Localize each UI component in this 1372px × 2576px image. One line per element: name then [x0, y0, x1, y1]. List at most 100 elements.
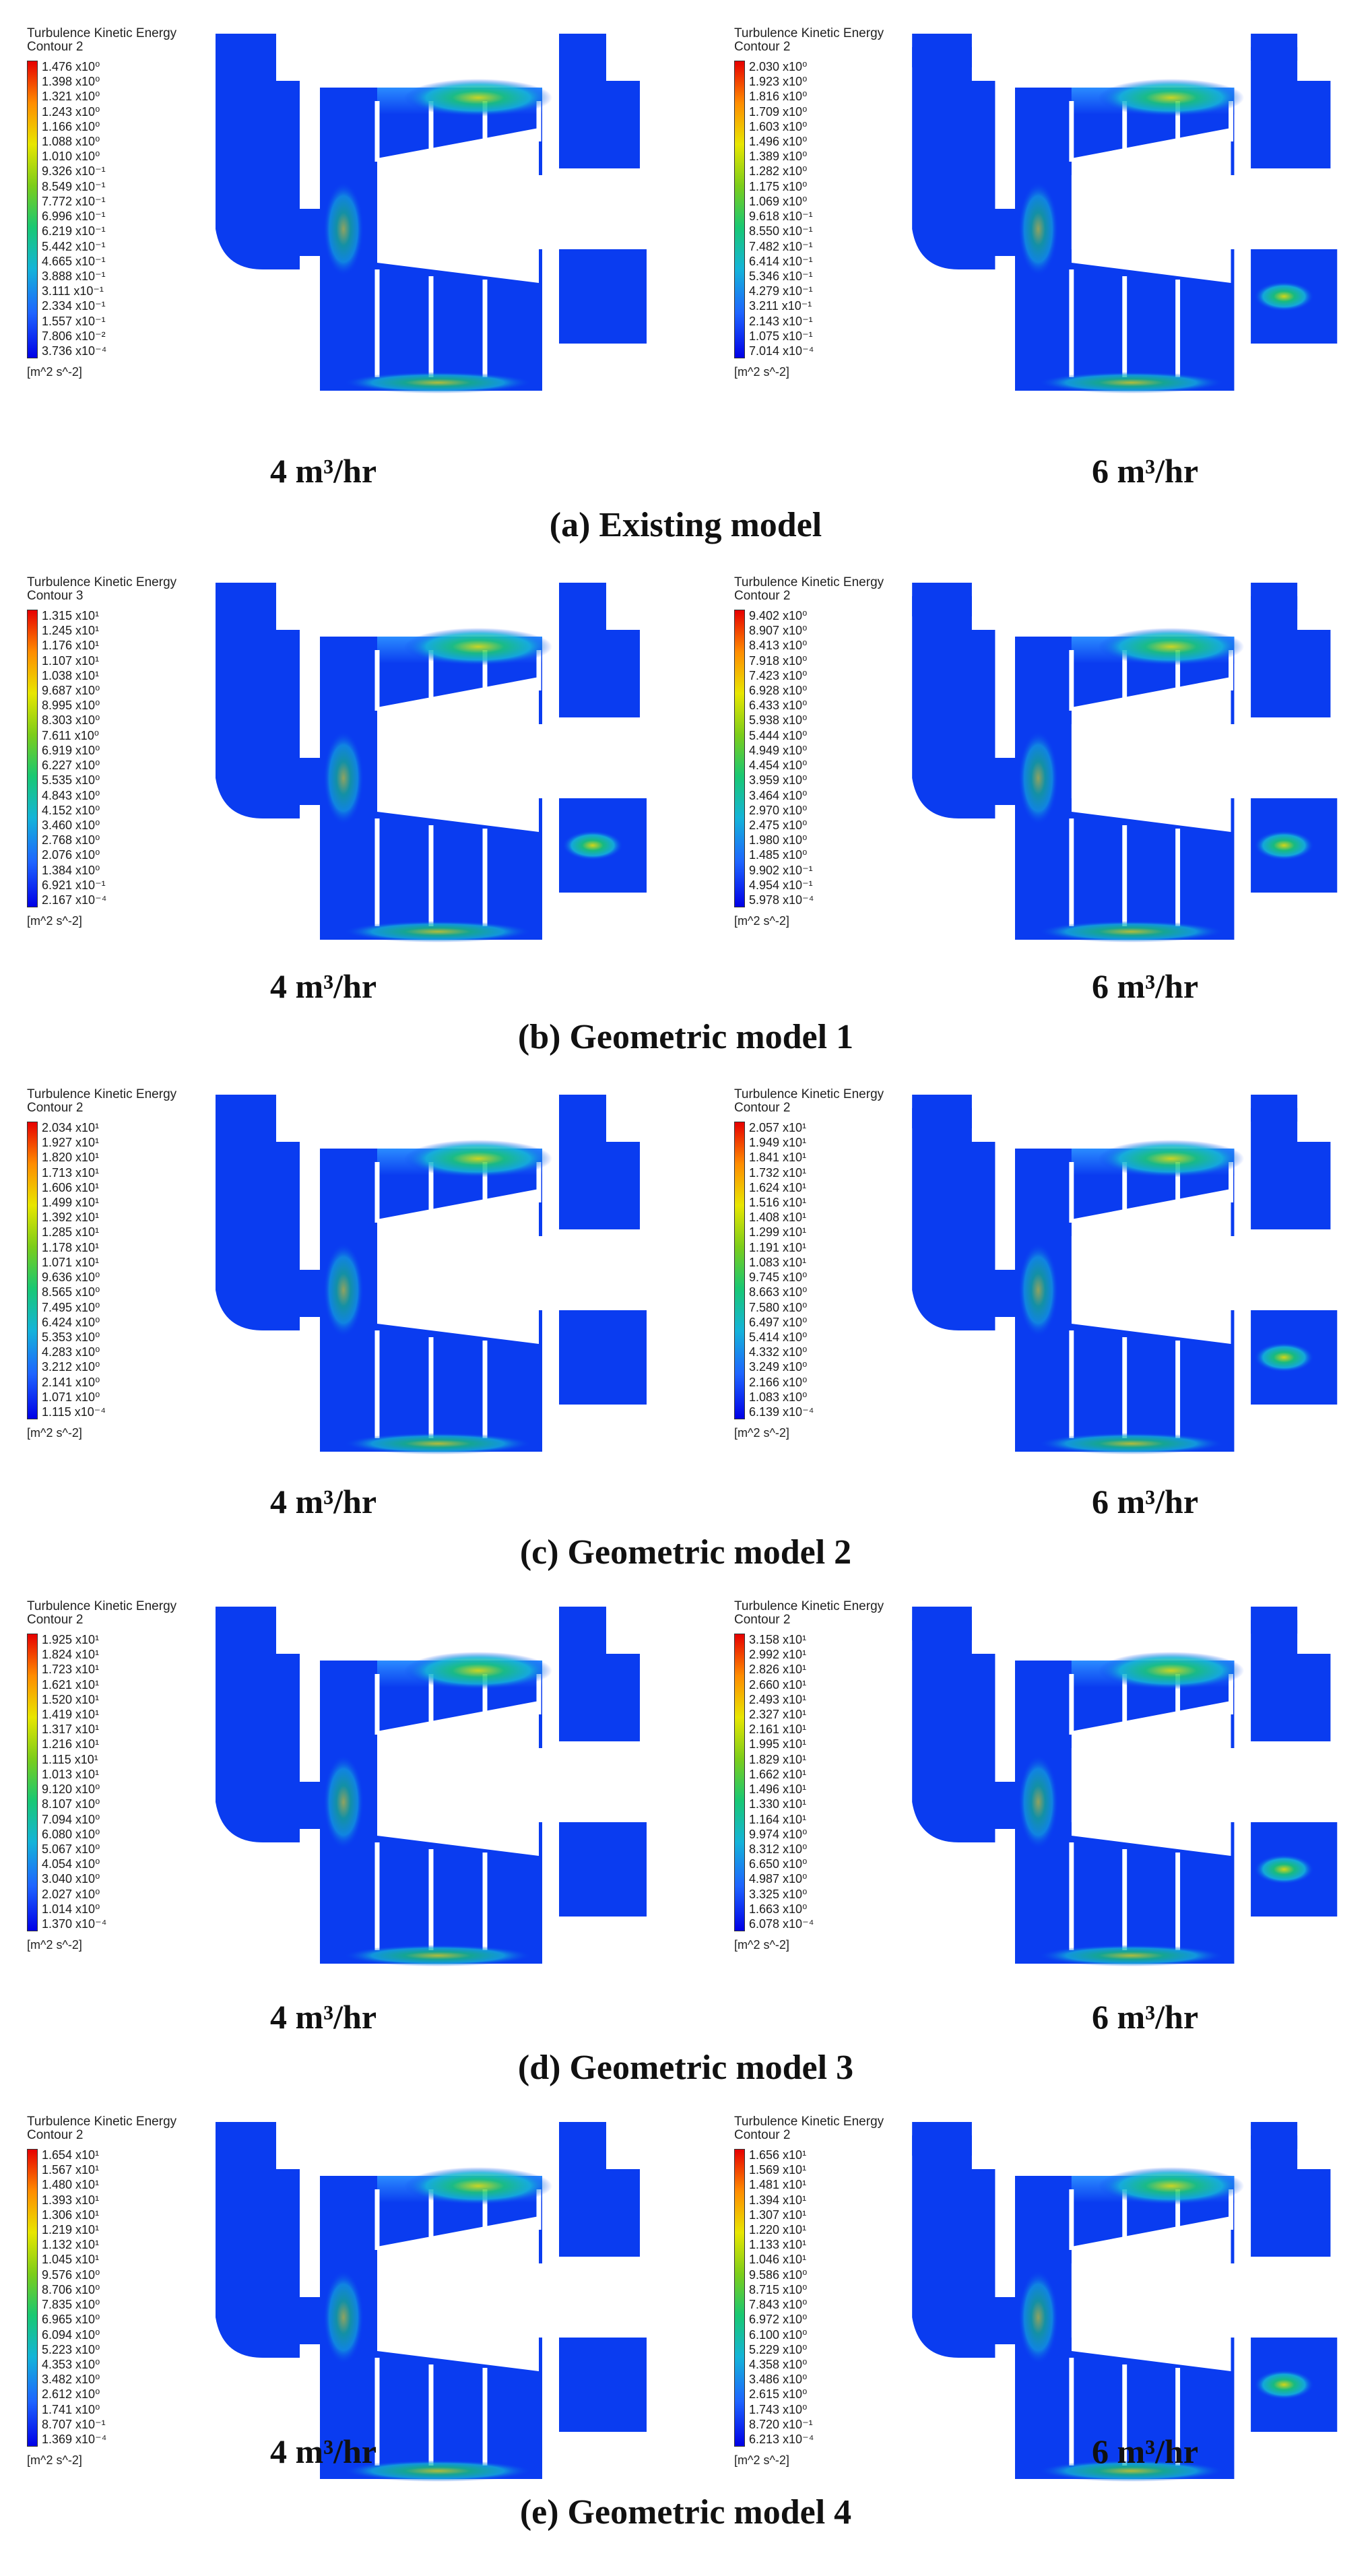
outlet-cap-shape: [559, 583, 606, 610]
flow-rate-label: 6 m³/hr: [1091, 1483, 1199, 1520]
color-scale-tick-label: 7.611 x10⁰: [42, 728, 99, 742]
color-scale-tick-label: 1.923 x10⁰: [749, 75, 808, 89]
legend-units: [m^2 s^-2]: [734, 1426, 789, 1440]
color-scale-tick-label: 7.423 x10⁰: [749, 668, 808, 682]
tke-hotspot-shape: [323, 731, 364, 825]
legend-contour-name: Contour 2: [27, 1613, 84, 1627]
color-scale-tick-label: 1.330 x10¹: [749, 1797, 807, 1811]
color-scale-tick-label: 9.745 x10⁰: [749, 1270, 808, 1285]
color-scale-tick-label: 1.014 x10⁰: [42, 1902, 100, 1916]
outlet-cap-shape: [1251, 1607, 1298, 1634]
inlet-tank-shape: [912, 1620, 995, 1842]
color-scale-bar: [27, 610, 38, 907]
color-scale-tick-label: 4.954 x10⁻¹: [749, 878, 813, 892]
color-scale-tick-label: 8.720 x10⁻¹: [749, 2417, 813, 2431]
legend-title: Turbulence Kinetic Energy: [734, 26, 884, 40]
outlet-tank-top-shape: [1251, 2135, 1331, 2257]
baffle-body-shape: [377, 677, 539, 832]
legend-title: Turbulence Kinetic Energy: [734, 1599, 884, 1613]
legend-title: Turbulence Kinetic Energy: [734, 575, 884, 589]
color-scale-tick-label: 3.211 x10⁻¹: [749, 299, 812, 313]
contour-plot: [872, 576, 1350, 953]
color-scale-tick-label: 6.928 x10⁰: [749, 684, 808, 698]
color-scale-tick-label: 7.094 x10⁰: [42, 1812, 100, 1826]
color-scale-tick-label: 7.835 x10⁰: [42, 2298, 100, 2312]
inlet-cap-shape: [912, 1607, 972, 1640]
color-scale-tick-label: 7.014 x10⁻⁴: [749, 344, 814, 358]
contour-plot: [175, 1088, 660, 1465]
outlet-tank-bottom-shape: [559, 2338, 647, 2432]
color-scale-tick-label: 3.959 x10⁰: [749, 773, 808, 787]
color-scale-tick-label: 1.496 x10¹: [749, 1782, 807, 1797]
tke-hotspot-shape: [323, 1755, 364, 1849]
subfigure-caption: (e) Geometric model 4: [519, 2493, 852, 2532]
color-scale-tick-label: 1.925 x10¹: [42, 1633, 100, 1646]
color-scale-tick-label: 1.384 x10⁰: [42, 863, 100, 877]
color-scale-tick-label: 2.992 x10¹: [749, 1648, 807, 1662]
outlet-tank-top-shape: [559, 2135, 640, 2257]
color-scale-tick-label: 1.013 x10¹: [42, 1767, 100, 1781]
color-scale-bar: [27, 61, 38, 358]
color-scale-tick-label: 1.741 x10⁰: [42, 2402, 100, 2416]
color-scale-bar: [27, 1122, 38, 1419]
baffle-body-shape: [1071, 677, 1231, 832]
tke-hotspot-shape: [1254, 2370, 1314, 2400]
legend-units: [m^2 s^-2]: [27, 914, 82, 928]
outlet-cap-shape: [1251, 2122, 1298, 2149]
legend-contour-name: Contour 2: [734, 1101, 791, 1115]
subfigure-caption: (d) Geometric model 3: [517, 2049, 854, 2087]
legend-contour-name: Contour 2: [734, 2128, 791, 2142]
contour-plot-svg: [912, 34, 1338, 393]
tke-hotspot-shape: [323, 1243, 364, 1337]
tke-hotspot-shape: [323, 2270, 364, 2364]
color-scale-tick-label: 7.772 x10⁻¹: [42, 194, 106, 208]
color-scale-tick-label: 7.918 x10⁰: [749, 653, 808, 668]
outlet-cap-shape: [1251, 583, 1298, 610]
baffle-body-shape: [377, 2216, 539, 2371]
legend-units: [m^2 s^-2]: [734, 2453, 789, 2467]
tke-hotspot-shape: [404, 628, 552, 666]
outlet-tank-top-shape: [559, 1620, 640, 1741]
color-scale-tick-label: 1.285 x10¹: [42, 1225, 100, 1239]
color-scale-tick-label: 2.143 x10⁻¹: [749, 314, 813, 328]
color-scale-tick-label: 7.843 x10⁰: [749, 2298, 808, 2312]
legend-contour-name: Contour 2: [734, 1613, 791, 1627]
tke-hotspot-shape: [1038, 1945, 1224, 1966]
color-scale-tick-label: 1.743 x10⁰: [749, 2402, 808, 2416]
color-scale-tick-label: 5.353 x10⁰: [42, 1330, 100, 1344]
contour-plot-svg: [216, 583, 647, 942]
tke-hotspot-shape: [1018, 731, 1059, 825]
contour-plot-svg: [912, 583, 1338, 942]
color-scale-tick-label: 3.212 x10⁰: [42, 1360, 100, 1374]
color-scale-tick-label: 6.414 x10⁻¹: [749, 254, 813, 268]
contour-plot-svg: [912, 1607, 1338, 1966]
tke-hotspot-shape: [1254, 1343, 1314, 1372]
tke-hotspot-shape: [562, 831, 623, 860]
tke-hotspot-shape: [404, 2167, 552, 2205]
color-scale-tick-label: 2.493 x10¹: [749, 1692, 807, 1706]
color-scale-tick-label: 1.317 x10¹: [42, 1722, 100, 1737]
color-scale-tick-label: 8.312 x10⁰: [749, 1842, 808, 1856]
color-scale-tick-label: 1.178 x10¹: [42, 1240, 100, 1254]
legend-units: [m^2 s^-2]: [734, 914, 789, 928]
color-scale-tick-label: 9.326 x10⁻¹: [42, 164, 106, 179]
contour-plot-svg: [912, 2122, 1338, 2482]
outlet-cap-shape: [1251, 34, 1298, 61]
color-scale-tick-label: 5.535 x10⁰: [42, 773, 100, 787]
outlet-cap-shape: [1251, 1095, 1298, 1122]
inlet-tank-shape: [216, 1620, 300, 1842]
color-scale-tick-label: 2.334 x10⁻¹: [42, 299, 106, 313]
color-scale-tick-label: 1.824 x10¹: [42, 1648, 100, 1662]
color-scale-tick-label: 8.715 x10⁰: [749, 2282, 808, 2296]
color-scale-tick-label: 1.166 x10⁰: [42, 119, 100, 133]
color-scale-tick-label: 9.618 x10⁻¹: [749, 210, 813, 224]
legend-title: Turbulence Kinetic Energy: [27, 2115, 177, 2129]
inlet-tank-shape: [912, 1108, 995, 1330]
color-scale-tick-label: 2.027 x10⁰: [42, 1887, 100, 1901]
color-scale-tick-label: 1.949 x10¹: [749, 1136, 807, 1150]
color-scale-tick-label: 1.046 x10¹: [749, 2253, 807, 2267]
color-scale-tick-label: 6.965 x10⁰: [42, 2313, 100, 2327]
